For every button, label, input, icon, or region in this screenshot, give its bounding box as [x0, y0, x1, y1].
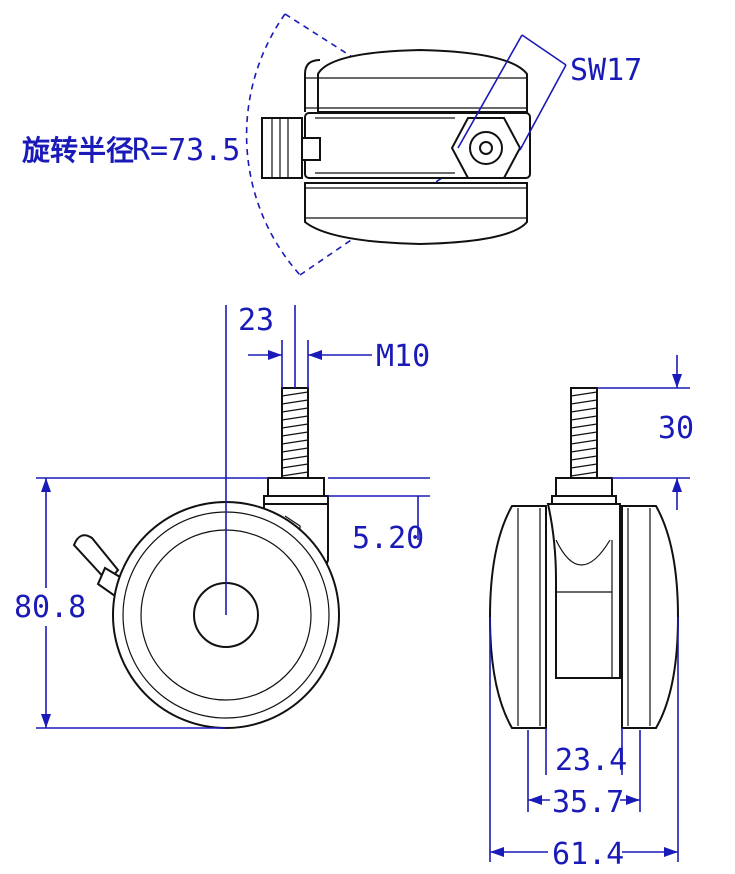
swivel-radius-arc [245, 13, 301, 276]
radius-cn-label: 旋转半径 [22, 134, 134, 167]
sw-label: SW17 [570, 53, 642, 88]
upper-wheel [317, 48, 528, 113]
bracket-height-label: 5.20 [352, 521, 424, 556]
inner-width-label: 23.4 [555, 743, 627, 778]
thread-label: M10 [376, 339, 430, 374]
front-threaded-stem [570, 387, 598, 479]
radius-value-label: R=73.5 [132, 133, 240, 168]
front-view: 30 23.4 35.7 61.4 [488, 355, 694, 872]
wheel-span-label: 35.7 [552, 785, 624, 820]
stem-length-label: 30 [658, 411, 694, 446]
front-bracket [546, 503, 621, 679]
stem-collar [267, 477, 325, 497]
lower-wheel [304, 182, 528, 246]
hex-nut [450, 117, 522, 179]
stem-offset-label: 23 [238, 303, 274, 338]
brake-pedal-top [261, 117, 303, 179]
top-view: SW17 旋转半径 R=73.5 [22, 13, 642, 276]
overall-width-label: 61.4 [552, 837, 624, 872]
side-view: 23 M10 5.20 80.8 [14, 303, 430, 729]
overall-height-label: 80.8 [14, 590, 86, 625]
threaded-stem [281, 387, 309, 479]
